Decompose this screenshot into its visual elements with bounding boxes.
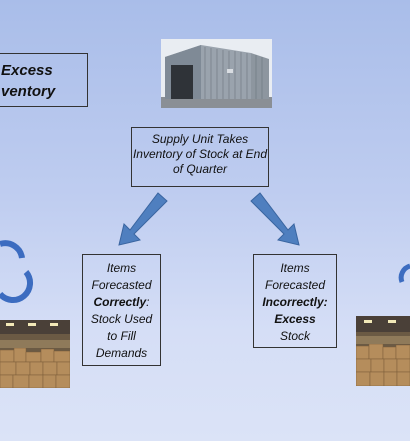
stockroom-boxes-image-right [356,316,410,386]
incorrect-line-1: Items [280,261,310,275]
excess-line-2: ventory [1,83,56,100]
correct-line-1: Items [106,261,137,275]
supply-line-1: Supply Unit Takes [151,132,249,146]
correct-line-4: Stock Used [90,312,153,326]
supply-line-2: Inventory of Stock at End [132,147,268,161]
excess-inventory-box: Excess ventory [0,53,88,107]
correct-colon: : [146,295,150,309]
correct-line-3: Correctly: [83,294,160,311]
forecast-correct-box: Items Forecasted Correctly: Stock Used t… [82,254,161,366]
forecast-incorrect-box: Items Forecasted Incorrectly: Excess Sto… [253,254,337,348]
right-cycle-arrow-icon [398,263,410,283]
stockroom-boxes-image-left [0,320,70,388]
incorrect-keyword: Incorrectly: [262,295,328,309]
excess-keyword: Excess [274,312,316,326]
correct-line-5: to Fill [107,329,136,343]
incorrect-line-5: Stock [279,329,310,343]
supply-line-3: of Quarter [172,162,228,176]
warehouse-building-image [161,39,272,108]
left-cycle-arrow-icon [0,240,33,303]
arrow-to-correct [118,192,168,246]
correct-keyword: Correctly [93,295,147,309]
arrow-to-incorrect [250,192,300,246]
excess-line-1: Excess [1,62,53,79]
correct-line-2: Forecasted [91,278,152,292]
incorrect-line-2: Forecasted [264,278,326,292]
supply-unit-inventory-box: Supply Unit Takes Inventory of Stock at … [131,127,269,187]
correct-line-6: Demands [95,346,148,360]
